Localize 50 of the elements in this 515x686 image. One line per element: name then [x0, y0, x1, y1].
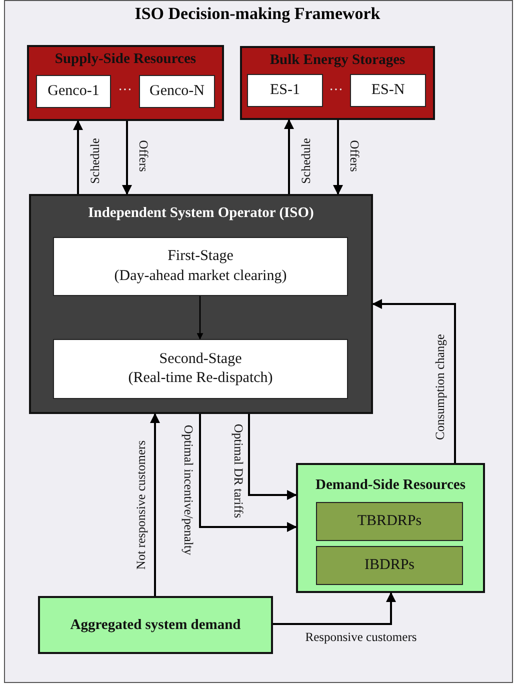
- node-label: ES-1: [270, 80, 300, 100]
- arrow: [122, 121, 132, 195]
- stage-box: [53, 237, 348, 296]
- operator-panel: [29, 194, 373, 414]
- program-box: [316, 502, 463, 541]
- arrow: [273, 592, 396, 625]
- edge-label: Schedule: [88, 137, 102, 185]
- arrow: [196, 296, 204, 340]
- arrow: [150, 413, 160, 596]
- edge-label: Schedule: [300, 137, 312, 185]
- demand-box: [38, 596, 273, 654]
- group-panel: [240, 46, 435, 120]
- group-panel: [27, 45, 224, 121]
- arrow: [284, 119, 294, 194]
- title: ISO Decision-making Framework: [134, 4, 382, 24]
- ellipsis: ···: [118, 83, 132, 99]
- edge-label: Optimal incentive/penalty: [182, 424, 194, 556]
- node-label: Genco-N: [150, 82, 204, 101]
- node-label: Second-Stage: [159, 350, 242, 368]
- unit-box: [139, 75, 215, 108]
- edge-label: Responsive customers: [304, 630, 418, 644]
- edge-label: Consumption change: [434, 333, 446, 441]
- arrow: [372, 299, 456, 463]
- stage-box: [53, 339, 348, 399]
- node-label: Independent System Operator (ISO): [88, 204, 314, 223]
- arrow: [333, 120, 343, 195]
- edge-label: Offers: [348, 139, 360, 173]
- edge-label: Optimal DR tariffs: [232, 422, 244, 520]
- node-label: Supply-Side Resources: [54, 50, 196, 69]
- arrow: [73, 120, 83, 194]
- unit-box: [350, 74, 426, 107]
- node-sublabel: (Real-time Re-dispatch): [128, 369, 273, 388]
- arrow: [248, 414, 297, 500]
- node-label: First-Stage: [168, 247, 234, 266]
- edge-label: Offers: [136, 139, 150, 173]
- node-label: Demand-Side Resources: [316, 476, 466, 495]
- node-label: Aggregated system demand: [70, 616, 241, 634]
- node-label: ES-N: [371, 80, 405, 100]
- edge-label: Not responsive customers: [134, 439, 148, 571]
- arrow: [199, 414, 297, 532]
- ellipsis: ···: [329, 83, 343, 99]
- unit-box: [247, 74, 323, 107]
- program-box: [316, 546, 463, 585]
- resource-panel: [296, 463, 485, 593]
- node-sublabel: (Day-ahead market clearing): [114, 266, 287, 286]
- node-label: Bulk Energy Storages: [270, 51, 406, 70]
- unit-box: [36, 75, 111, 108]
- node-label: Genco-1: [48, 82, 100, 101]
- node-label: IBDRPs: [364, 556, 415, 575]
- node-label: TBRDRPs: [357, 512, 422, 531]
